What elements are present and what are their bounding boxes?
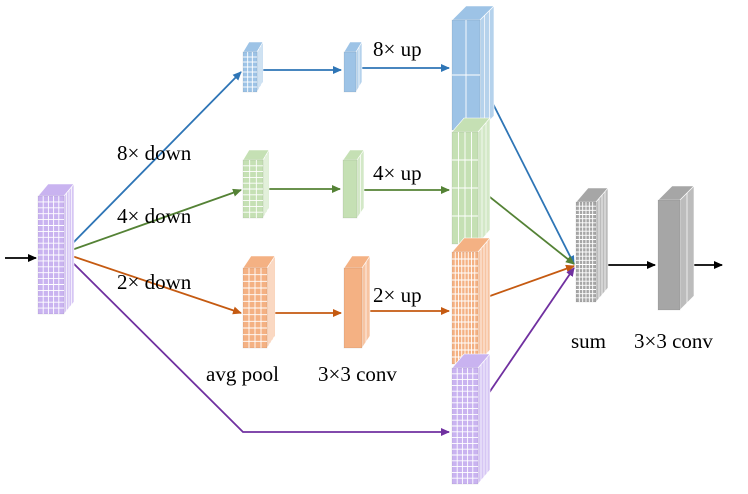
purple-sum-arrow: [479, 267, 575, 407]
label-conv-out: 3×3 conv: [634, 329, 713, 353]
label-conv-mid: 3×3 conv: [318, 362, 397, 386]
connector-arrows: [5, 64, 723, 436]
conv-2x-map: [343, 255, 371, 349]
label-8x-down: 8× down: [117, 141, 192, 165]
conv-4x-map: [342, 149, 365, 219]
green-sum-arrow: [475, 185, 575, 265]
output-conv-map: [657, 185, 695, 311]
label-avg-pool: avg pool: [206, 362, 279, 386]
orange-down-arrow: [65, 253, 242, 315]
sum-map: [575, 187, 609, 303]
avg-pool-2x-map: [242, 255, 276, 349]
blue-down-arrow: [65, 71, 242, 251]
upsampled-2x-map: [451, 237, 491, 365]
green-down-arrow: [65, 188, 242, 253]
upsampled-4x-map: [451, 117, 491, 245]
label-4x-down: 4× down: [117, 204, 192, 228]
blue-sum-arrow: [481, 81, 575, 265]
label-8x-up: 8× up: [373, 37, 422, 61]
label-4x-up: 4× up: [373, 161, 422, 185]
avg-pool-8x-map: [242, 40, 264, 94]
conv-8x-map: [343, 40, 363, 94]
input-feature-map: [37, 183, 75, 315]
avg-pool-4x-map: [242, 148, 270, 220]
label-2x-up: 2× up: [373, 283, 422, 307]
orange-sum-arrow: [475, 264, 575, 302]
purple-skip-arrow: [65, 255, 450, 436]
label-sum: sum: [571, 329, 606, 353]
labels: 8× down 4× down 2× down 8× up 4× up 2× u…: [117, 37, 713, 386]
identity-map: [451, 353, 491, 485]
upsampled-8x-map: [451, 5, 495, 131]
feature-map-blocks: [37, 5, 695, 485]
label-2x-down: 2× down: [117, 270, 192, 294]
